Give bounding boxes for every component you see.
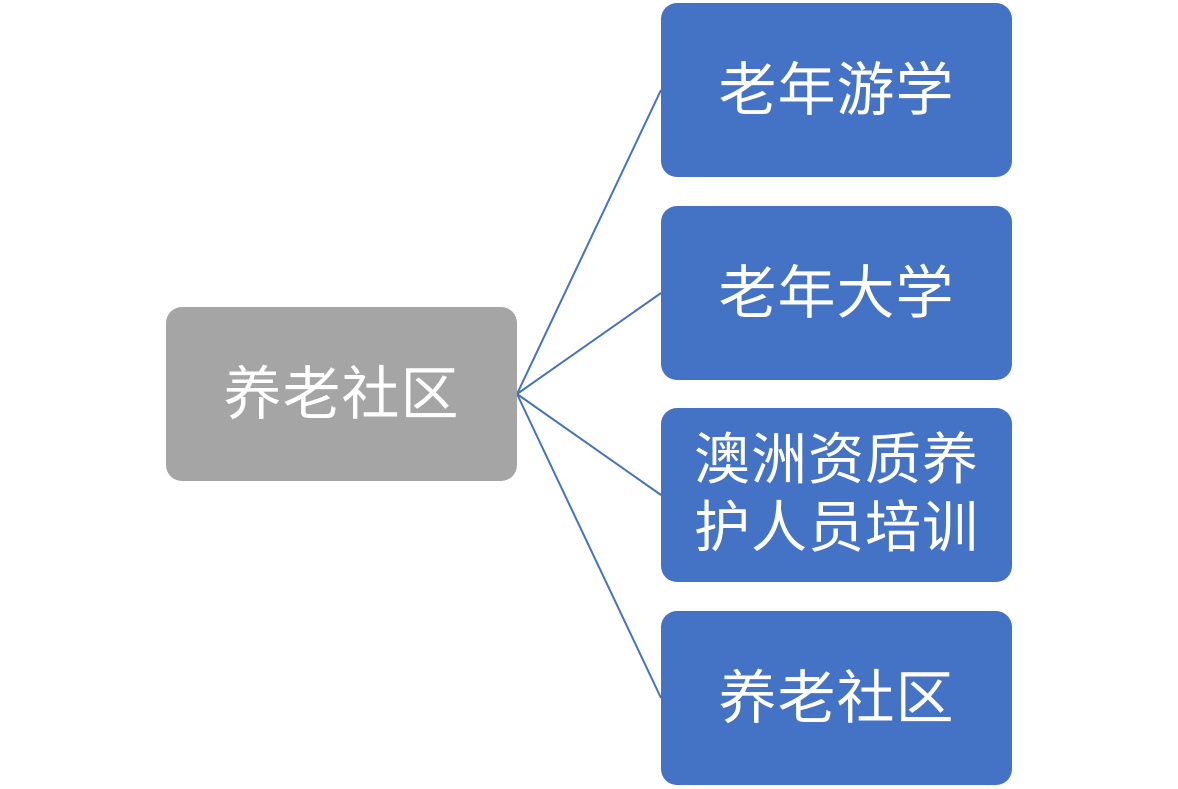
child-node-3-label: 澳洲资质养护人员培训 — [694, 427, 979, 561]
connector-root-to-child-3 — [516, 393, 662, 496]
connector-root-to-child-2 — [516, 292, 662, 395]
child-node-2-label: 老年大学 — [718, 258, 955, 327]
child-node-3: 澳洲资质养护人员培训 — [661, 408, 1012, 582]
root-node-label: 养老社区 — [223, 359, 460, 428]
connector-root-to-child-4 — [516, 393, 662, 699]
child-node-2: 老年大学 — [661, 206, 1012, 380]
connector-root-to-child-1 — [516, 89, 662, 395]
child-node-1-label: 老年游学 — [718, 55, 955, 124]
child-node-4: 养老社区 — [661, 611, 1012, 785]
child-node-4-label: 养老社区 — [718, 663, 955, 732]
child-node-1: 老年游学 — [661, 3, 1012, 177]
root-node: 养老社区 — [166, 307, 517, 481]
